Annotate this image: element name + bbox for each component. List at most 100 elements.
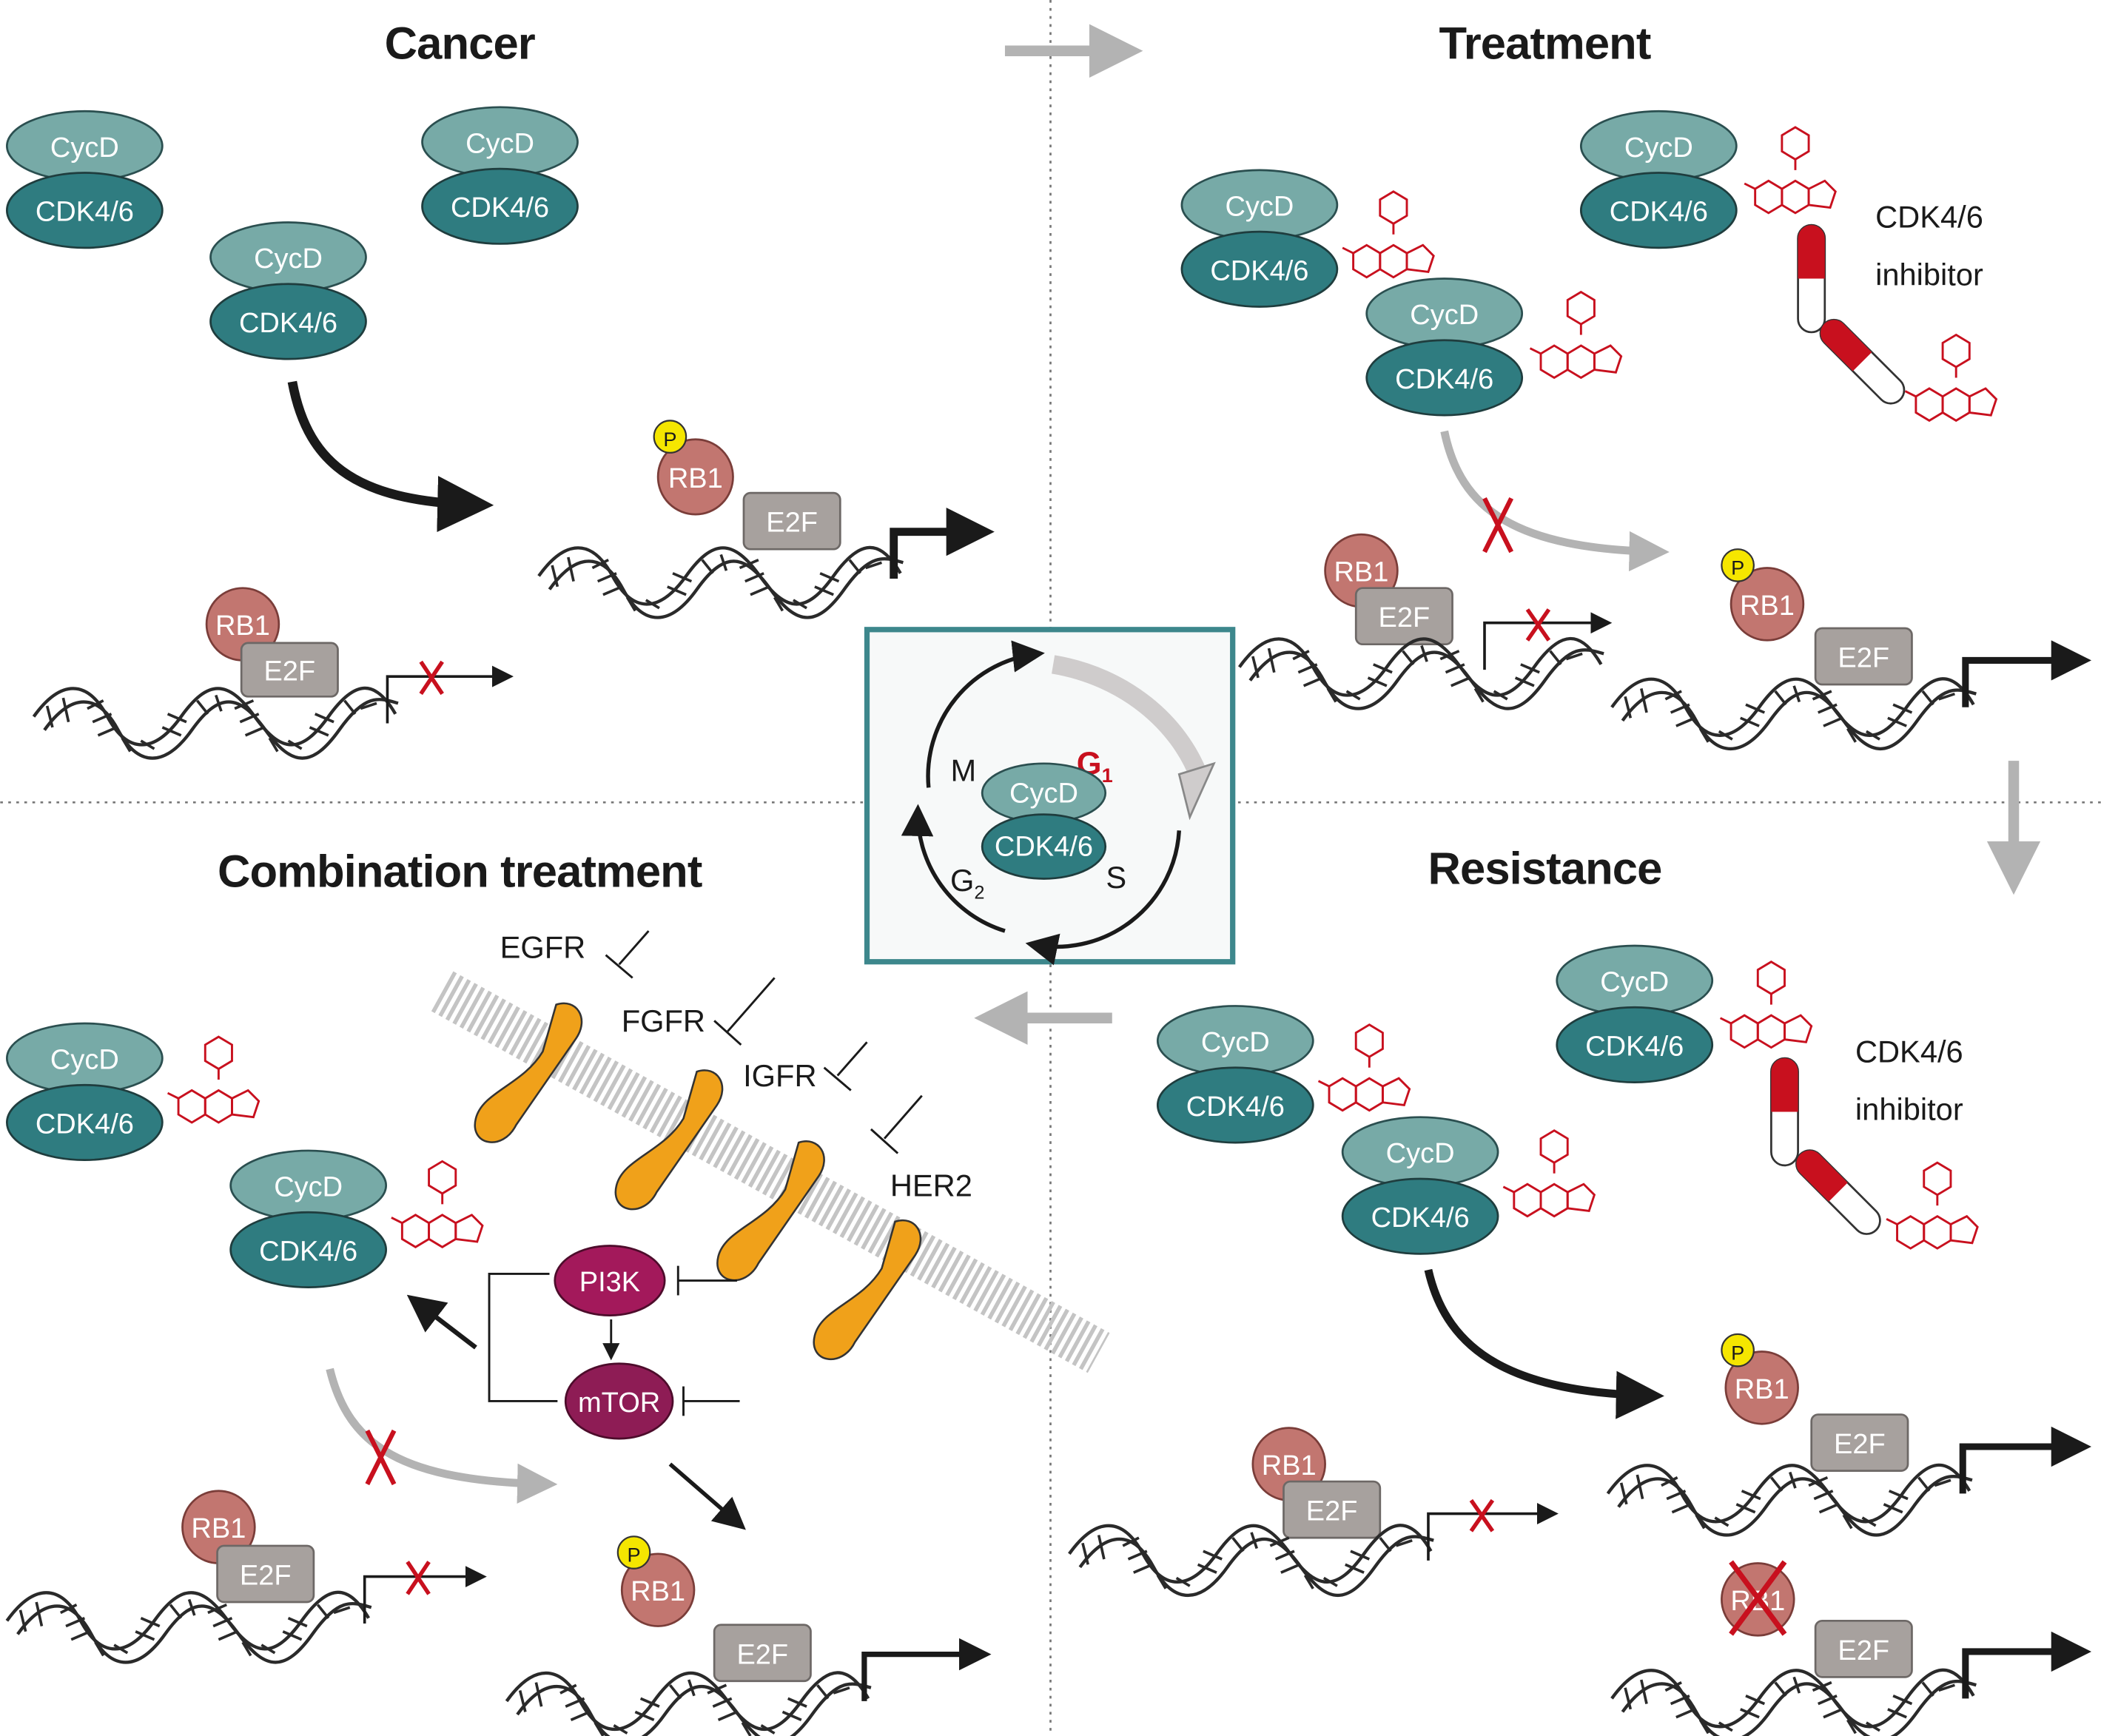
phase-s-label: S xyxy=(1106,860,1126,895)
capsule-icon xyxy=(1819,318,1906,405)
e2f-box: E2F xyxy=(742,491,841,551)
drug-molecule-icon xyxy=(1885,1161,1979,1250)
pi3k-label: PI3K xyxy=(579,1267,640,1298)
phospho-rb1: RB1 P xyxy=(1721,1333,1799,1425)
dna-helix xyxy=(539,548,903,618)
receptor-label-her2: HER2 xyxy=(890,1168,972,1202)
e2f-label: E2F xyxy=(736,1639,788,1670)
cdk46-label: CDK4/6 xyxy=(1585,1031,1684,1062)
block-x-icon xyxy=(406,1561,431,1595)
dna-helix xyxy=(1612,679,1976,749)
inhibited-cycd-cdk-complex: CycD CDK4/6 xyxy=(1556,944,1813,1083)
capsule-icon xyxy=(1797,223,1826,334)
mtor-node: mTOR xyxy=(564,1362,674,1440)
block-x-icon xyxy=(1469,1498,1495,1533)
panel-title-cancer: Cancer xyxy=(385,18,536,70)
panel-title-treatment: Treatment xyxy=(1439,18,1650,70)
cycd-cdk-complex: CycD CDK4/6 xyxy=(209,221,367,360)
inhibition-symbols xyxy=(605,930,923,1416)
cycd-label: CycD xyxy=(1410,300,1479,331)
inhibitor-label-line2: inhibitor xyxy=(1875,258,1983,292)
activation-arrow xyxy=(287,380,494,533)
cdk46-label: CDK4/6 xyxy=(1210,255,1308,286)
transcription-off-arrow xyxy=(386,665,514,724)
e2f-box: E2F xyxy=(1283,1480,1382,1539)
rb1-label: RB1 xyxy=(191,1513,246,1544)
block-x-icon xyxy=(419,660,444,696)
phospho-rb1: RB1 P xyxy=(653,420,734,516)
block-x-icon xyxy=(1525,608,1551,642)
drug-molecule-icon xyxy=(1903,334,1997,422)
blocked-activation-arrow xyxy=(1440,430,1670,572)
transcription-off-arrow xyxy=(363,1566,487,1624)
dna-helix xyxy=(1069,1525,1433,1595)
inhibitor-label-line2: inhibitor xyxy=(1855,1091,1963,1126)
inhibited-cycd-cdk-complex: CycD CDK4/6 xyxy=(1180,169,1435,308)
cdk46-label: CDK4/6 xyxy=(36,197,134,228)
activation-arrow xyxy=(1424,1268,1664,1419)
inhibitor-label-line1: CDK4/6 xyxy=(1855,1034,1963,1069)
mtor-to-rb1-arrow xyxy=(668,1462,746,1530)
cycd-label: CycD xyxy=(1624,132,1693,164)
drug-molecule-icon xyxy=(390,1160,484,1248)
cycd-label: CycD xyxy=(1225,191,1294,222)
e2f-box: E2F xyxy=(216,1544,315,1604)
panel-title-resistance: Resistance xyxy=(1428,844,1662,895)
cycd-label: CycD xyxy=(1201,1027,1270,1058)
rb1-label: RB1 xyxy=(631,1576,685,1607)
phase-g2-label: G2 xyxy=(950,863,984,904)
drug-molecule-icon xyxy=(1529,291,1623,379)
transcription-on-arrow xyxy=(1962,640,2092,707)
rb1-label: RB1 xyxy=(215,610,270,642)
inhibited-cycd-cdk-complex: CycD CDK4/6 xyxy=(6,1022,260,1161)
transcription-on-arrow xyxy=(1962,1631,2092,1699)
pathway-bracket xyxy=(488,1273,558,1402)
rb1-loss: RB1 xyxy=(1721,1560,1795,1637)
drug-molecule-icon xyxy=(167,1035,260,1124)
cycd-label: CycD xyxy=(50,1045,119,1076)
receptor-egfr xyxy=(474,1002,583,1143)
dna-helix xyxy=(7,1592,371,1663)
cdk46-label: CDK4/6 xyxy=(259,1236,357,1267)
cdk46-label: CDK4/6 xyxy=(239,308,337,339)
cdk46-label: CDK4/6 xyxy=(1186,1091,1285,1123)
e2f-box: E2F xyxy=(1814,627,1913,686)
capsule-icon xyxy=(1770,1057,1799,1167)
e2f-label: E2F xyxy=(1838,642,1889,673)
receptor-label-fgfr: FGFR xyxy=(622,1003,705,1038)
cycd-label: CycD xyxy=(254,243,323,275)
mtor-label: mTOR xyxy=(578,1387,660,1419)
e2f-box: E2F xyxy=(1814,1619,1913,1678)
cycd-label: CycD xyxy=(1009,778,1078,809)
dna-helix xyxy=(1240,639,1604,709)
transcription-off-arrow xyxy=(1427,1503,1559,1561)
panel-title-combination: Combination treatment xyxy=(218,846,702,897)
e2f-box: E2F xyxy=(1354,587,1453,646)
transcription-on-arrow xyxy=(861,1638,992,1701)
e2f-box: E2F xyxy=(1810,1413,1909,1472)
phospho-label: P xyxy=(1731,1341,1744,1364)
phase-m-label: M xyxy=(950,753,976,787)
inhibited-cycd-cdk-complex: CycD CDK4/6 xyxy=(229,1149,484,1288)
cycd-label: CycD xyxy=(1600,967,1669,998)
dna-helix xyxy=(1612,1670,1976,1736)
inhibited-cycd-cdk-complex: CycD CDK4/6 xyxy=(1579,110,1837,249)
transcription-off-arrow xyxy=(1483,612,1613,670)
drug-molecule-icon xyxy=(1341,190,1435,279)
receptor-fgfr xyxy=(614,1069,724,1211)
e2f-box: E2F xyxy=(240,642,339,698)
cycd-cdk-complex: CycD CDK4/6 xyxy=(981,762,1107,880)
rb1-label: RB1 xyxy=(1740,591,1795,622)
capsule-icon xyxy=(1795,1149,1881,1235)
inhibited-cycd-cdk-complex: CycD CDK4/6 xyxy=(1365,277,1623,417)
cycd-label: CycD xyxy=(465,128,534,159)
block-x-icon xyxy=(365,1429,397,1486)
cdk46-label: CDK4/6 xyxy=(1371,1202,1470,1234)
e2f-label: E2F xyxy=(766,508,818,539)
phospho-label: P xyxy=(1731,556,1744,579)
phospho-label: P xyxy=(663,428,676,451)
pathway-to-cdk-arrow xyxy=(406,1294,477,1350)
cell-cycle-box: M G1 S G2 CycD CDK4/6 xyxy=(864,627,1236,966)
cdk46-label: CDK4/6 xyxy=(36,1108,134,1140)
